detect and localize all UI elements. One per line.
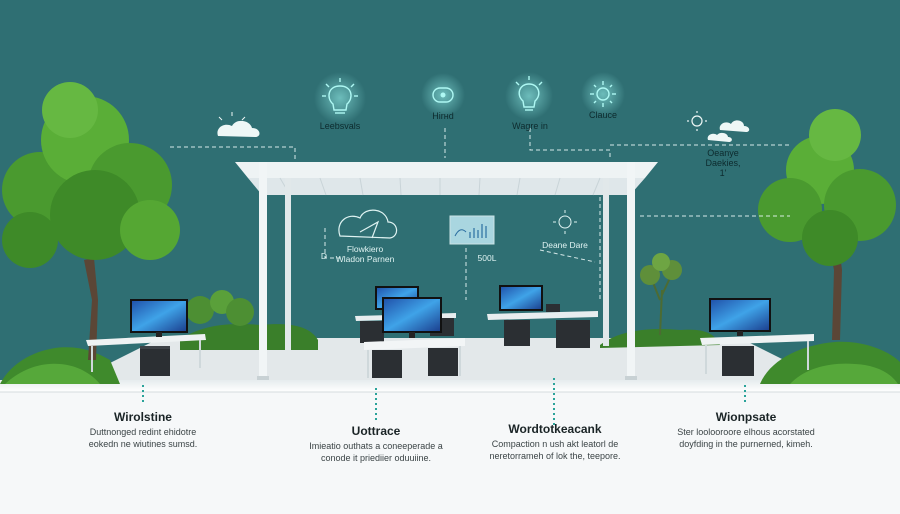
caption-body-1: Duttnonged redint ehidotre eokedn ne wiu… bbox=[43, 426, 243, 450]
holo-cloud-icon bbox=[338, 209, 398, 239]
caption-2-line-1: Imieatio outhats a coneeperade a bbox=[309, 441, 443, 451]
holo-chart-panel bbox=[449, 215, 495, 245]
workstation-center bbox=[364, 297, 465, 378]
caption-title-4: Wionpsate bbox=[715, 410, 777, 424]
caption-1-line-2: eokedn ne wiutines sumsd. bbox=[88, 439, 198, 449]
hedge-mid-left bbox=[180, 323, 318, 350]
caption-4-line-1: Ster loolooroore elhous acorstated bbox=[677, 427, 815, 437]
icon-label-1: Leebsvals bbox=[319, 121, 361, 131]
caption-title-2: Uottrace bbox=[351, 424, 401, 438]
caption-1-line-1: Duttnonged redint ehidotre bbox=[89, 427, 197, 437]
hedge-right bbox=[760, 341, 900, 384]
tree-right bbox=[758, 109, 896, 340]
workstation-right bbox=[700, 298, 814, 376]
holo-chart-value: 500L bbox=[477, 253, 497, 263]
workstation-back-right bbox=[487, 285, 598, 348]
tree-left bbox=[2, 82, 180, 360]
top-icon-sun bbox=[581, 72, 625, 116]
shrub-right bbox=[640, 253, 682, 336]
holo-cloud-label-line2: Wladon Parnen bbox=[335, 254, 395, 264]
shrub-left bbox=[186, 290, 254, 326]
pergola bbox=[235, 162, 658, 380]
workstation-back-left bbox=[355, 286, 456, 343]
workstation-left bbox=[86, 299, 206, 376]
right-note-line1: Oeanye bbox=[707, 148, 739, 158]
right-note-line3: 1' bbox=[719, 168, 727, 178]
holo-sun-icon bbox=[553, 210, 577, 234]
caption-body-3: Compaction n ush akt leatorl de neretorr… bbox=[455, 438, 655, 462]
right-note: Oeanye Daekies, 1' bbox=[688, 148, 758, 178]
caption-title-1: Wirolstine bbox=[114, 410, 172, 424]
icon-label-2: Ніrнd bbox=[432, 111, 454, 121]
top-icon-capsule bbox=[421, 73, 465, 117]
top-icon-cloud bbox=[217, 112, 260, 137]
top-icon-lightbulb-2 bbox=[505, 72, 553, 120]
top-icon-sun-cloud bbox=[687, 111, 750, 142]
caption-leaders bbox=[142, 378, 746, 428]
caption-title-3: Wordtotkeacank bbox=[508, 422, 602, 436]
holo-sun-label: Deane Dare bbox=[542, 240, 588, 250]
caption-2-line-2: conode it priediier oduuiine. bbox=[320, 453, 432, 463]
connector-lines bbox=[170, 128, 790, 300]
top-icon-lightbulb-1 bbox=[314, 72, 366, 124]
holo-cloud-label: Flowkiero Wladon Parnen bbox=[330, 244, 400, 264]
icon-label-4: Clauce bbox=[588, 110, 617, 120]
icon-label-3: Wagre in bbox=[512, 121, 548, 131]
caption-3-line-2: neretorrameh of lok the, teepore. bbox=[489, 451, 621, 461]
right-note-line2: Daekies, bbox=[705, 158, 741, 168]
hedge-left bbox=[0, 347, 120, 384]
caption-body-4: Ster loolooroore elhous acorstated doyfd… bbox=[646, 426, 846, 450]
caption-body-2: Imieatio outhats a coneeperade a conode … bbox=[276, 440, 476, 464]
holo-dash-label: D bbox=[320, 251, 328, 261]
caption-3-line-1: Compaction n ush akt leatorl de bbox=[491, 439, 619, 449]
holo-cloud-label-line1: Flowkiero bbox=[346, 244, 384, 254]
caption-4-line-2: doyfding in the purnerned, kimeh. bbox=[679, 439, 813, 449]
